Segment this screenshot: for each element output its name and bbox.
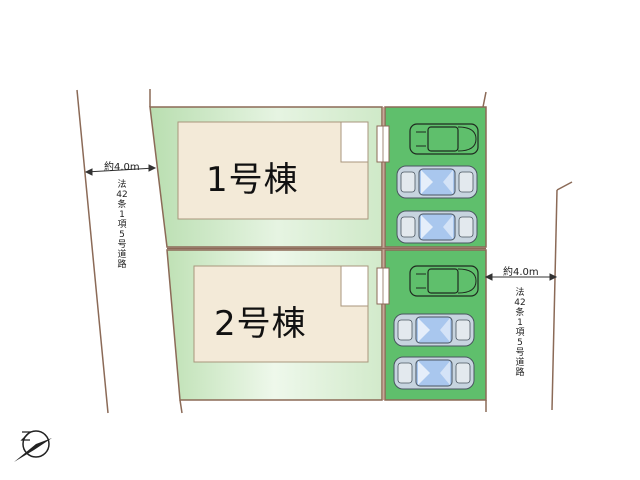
dimension-arrow-right xyxy=(484,273,558,281)
car-blue-2a xyxy=(393,313,475,347)
left-road-type: 法42条1項5号道路 xyxy=(116,180,128,270)
north-arrow-icon xyxy=(14,430,52,462)
building-2-entrance xyxy=(340,265,369,307)
right-road-width: 約4.0m xyxy=(503,267,539,278)
building-2 xyxy=(193,265,369,363)
car-blue-1a xyxy=(396,165,478,199)
building-1 xyxy=(177,121,369,220)
car-blue-2b xyxy=(393,356,475,390)
left-road-edge xyxy=(76,89,109,414)
right-road-edge xyxy=(551,189,558,411)
building-2-label: 2号棟 xyxy=(214,304,307,344)
dimension-arrow-left xyxy=(84,164,157,176)
building-1-entrance xyxy=(340,121,369,163)
building-1-label: 1号棟 xyxy=(206,160,299,200)
left-road-width: 約4.0m xyxy=(104,162,140,173)
car-blue-1b xyxy=(396,210,478,244)
right-road-type: 法42条1項5号道路 xyxy=(514,288,526,378)
